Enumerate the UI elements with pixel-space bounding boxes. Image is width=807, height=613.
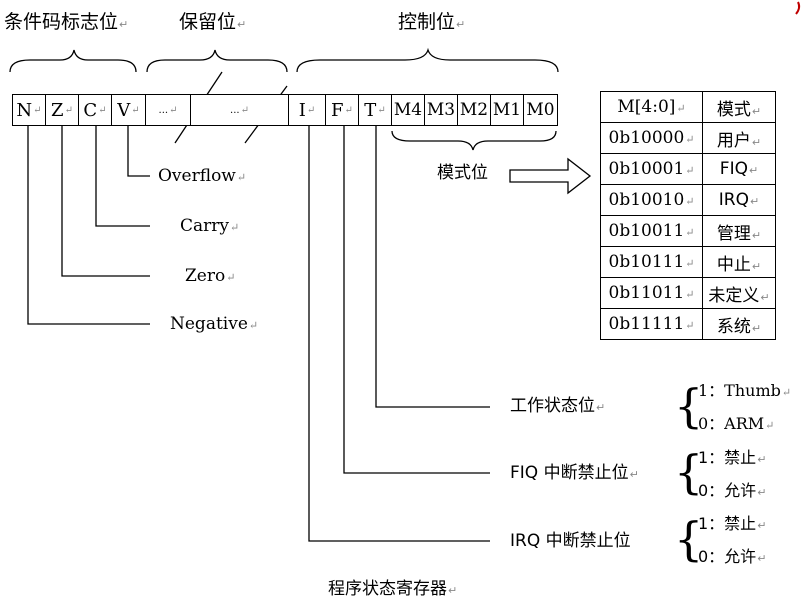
bit-v: V↵ xyxy=(111,94,146,126)
negative-leader xyxy=(27,126,150,325)
bit-c: C↵ xyxy=(78,94,112,126)
control-title: 控制位↵ xyxy=(398,11,466,33)
mode-bits-brace xyxy=(391,130,557,151)
zero-leader xyxy=(61,126,150,277)
mode-table: M[4:0]↵ 模式↵ 0b10000↵用户↵ 0b10001↵FIQ↵ 0b1… xyxy=(600,91,776,340)
overflow-label: Overflow↵ xyxy=(158,166,247,186)
irq-bit-label: IRQ 中断禁止位 xyxy=(510,531,631,551)
table-row: 0b10010↵IRQ↵ xyxy=(600,184,776,216)
header-mode: 模式↵ xyxy=(702,91,776,123)
fiq-bit-brace: { xyxy=(674,445,704,499)
reserved-bits-a: ...↵ xyxy=(145,94,191,126)
t-leader xyxy=(375,126,490,408)
table-row: 0b10111↵中止↵ xyxy=(600,246,776,278)
table-row: 0b11111↵系统↵ xyxy=(600,308,776,340)
bit-m1: M1 xyxy=(490,94,524,126)
state-bit-brace: { xyxy=(674,379,704,433)
fiq-bit-label: FIQ 中断禁止位↵ xyxy=(510,463,639,483)
bit-m2: M2 xyxy=(457,94,491,126)
bit-n: N↵ xyxy=(12,94,46,126)
reserved-brace xyxy=(146,49,288,73)
diagram-caption: 程序状态寄存器↵ xyxy=(328,579,458,599)
zero-label: Zero↵ xyxy=(185,266,236,286)
bit-i: I↵ xyxy=(288,94,326,126)
bit-m4: M4 xyxy=(391,94,425,126)
negative-label: Negative↵ xyxy=(170,314,259,334)
i-leader xyxy=(308,126,490,542)
fiq-bit-one: 1：禁止↵ xyxy=(698,448,767,467)
reserved-title: 保留位↵ xyxy=(179,11,247,33)
carry-leader xyxy=(95,126,150,227)
header-mbits: M[4:0]↵ xyxy=(600,91,703,123)
bit-m3: M3 xyxy=(424,94,458,126)
mode-bits-label: 模式位 xyxy=(437,163,488,183)
bit-z: Z↵ xyxy=(45,94,79,126)
condition-brace xyxy=(9,49,137,73)
bit-m0: M0 xyxy=(523,94,558,126)
mode-arrow xyxy=(509,157,592,195)
state-bit-one: 1：Thumb↵ xyxy=(698,381,792,400)
table-row: 0b10011↵管理↵ xyxy=(600,215,776,247)
table-row: 0b10000↵用户↵ xyxy=(600,122,776,154)
reserved-bits-b: ...↵ xyxy=(190,94,289,126)
control-brace xyxy=(296,47,559,73)
table-row: 0b10001↵FIQ↵ xyxy=(600,153,776,185)
bit-f: F↵ xyxy=(325,94,359,126)
carry-label: Carry↵ xyxy=(180,216,240,236)
fiq-bit-zero: 0：允许↵ xyxy=(698,481,767,500)
mode-table-header: M[4:0]↵ 模式↵ xyxy=(600,91,776,123)
table-row: 0b11011↵未定义↵ xyxy=(600,277,776,309)
f-leader xyxy=(343,126,490,474)
irq-bit-brace: { xyxy=(674,512,704,566)
state-bit-zero: 0：ARM↵ xyxy=(698,414,775,433)
irq-bit-zero: 0：允许↵ xyxy=(698,547,767,566)
overflow-leader xyxy=(127,126,150,177)
bit-t: T↵ xyxy=(358,94,392,126)
irq-bit-one: 1：禁止↵ xyxy=(698,514,767,533)
state-bit-label: 工作状态位↵ xyxy=(510,396,606,416)
condition-flags-title: 条件码标志位↵ xyxy=(4,11,129,33)
